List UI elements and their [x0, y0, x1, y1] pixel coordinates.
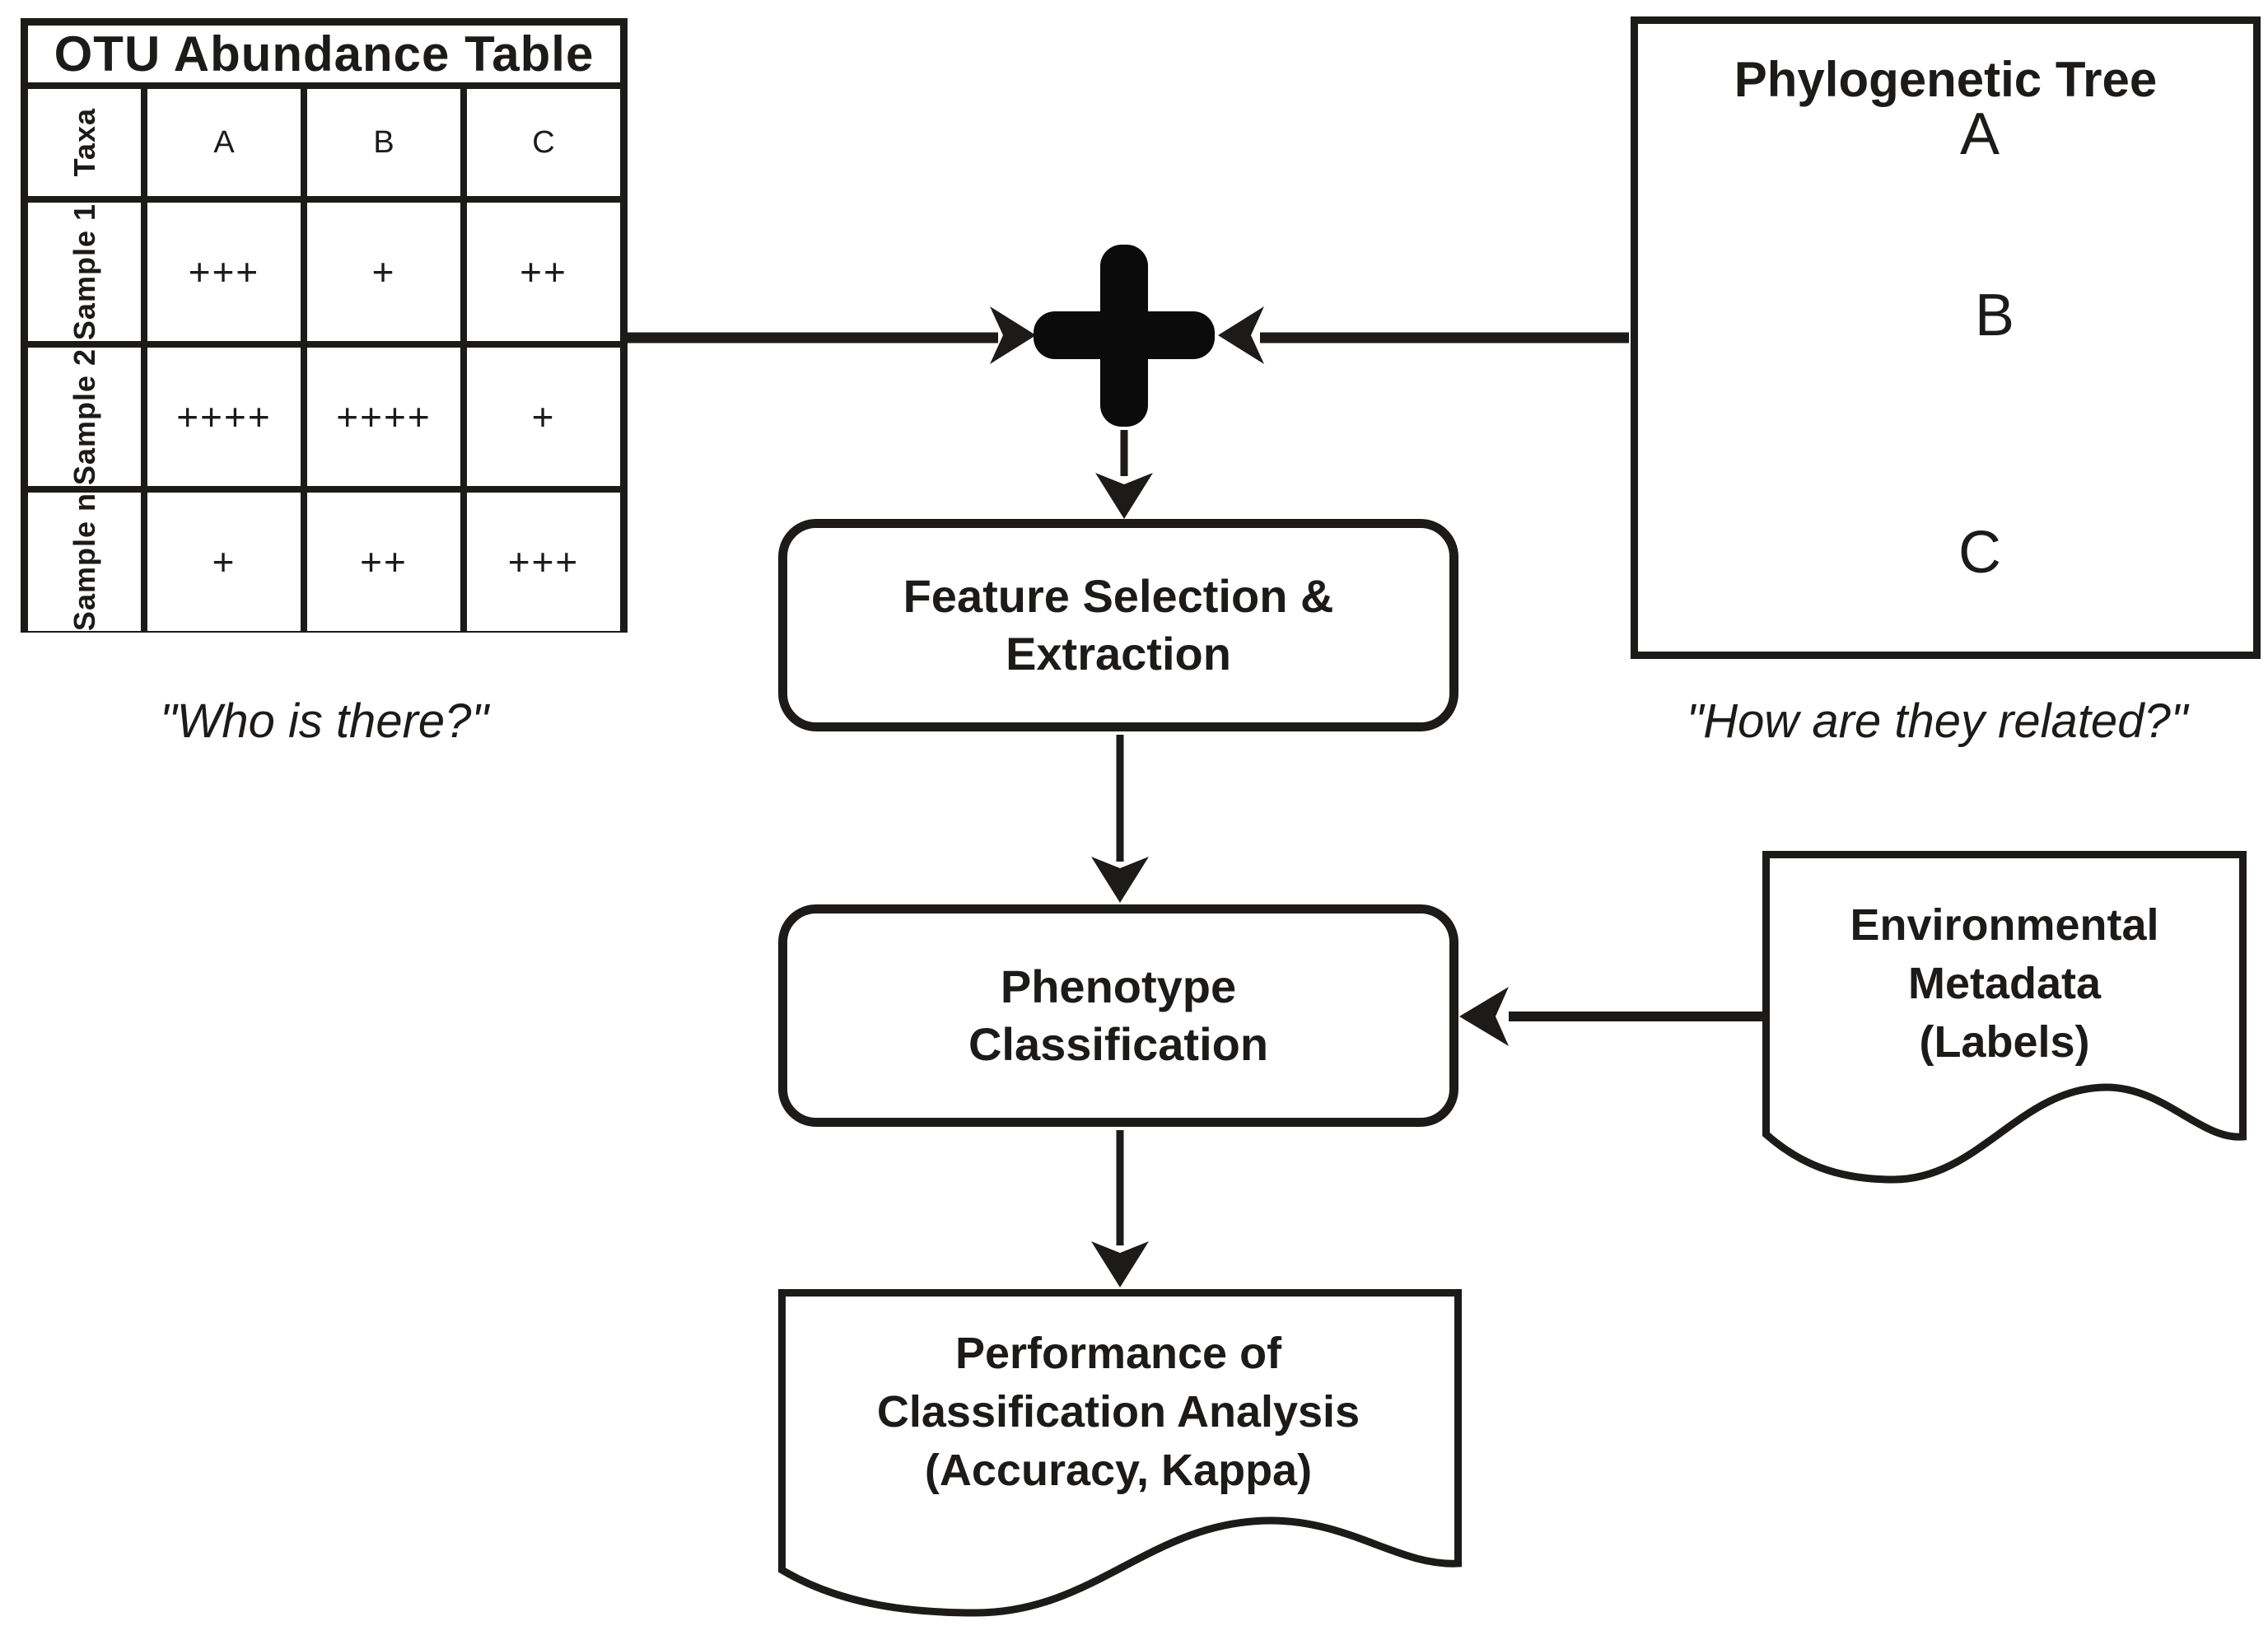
otu-abundance-table: OTU Abundance Table Taxa A B C Sample 1 … [21, 18, 628, 633]
otu-row-label: Sample 1 [67, 203, 101, 341]
otu-row-header: Sample 1 [28, 203, 141, 342]
caption-who-is-there: "Who is there?" [159, 694, 488, 748]
otu-cell: ++++ [147, 348, 301, 487]
otu-cell: ++++ [307, 348, 460, 487]
feature-selection-box: Feature Selection & Extraction [778, 519, 1458, 731]
environmental-document-shape [1762, 851, 2247, 1184]
otu-cell: + [467, 348, 620, 487]
arrowhead-into-plus-left [990, 306, 1036, 364]
performance-line3: (Accuracy, Kappa) [924, 1446, 1313, 1495]
otu-corner-cell: Taxa [28, 89, 141, 196]
arrowhead-into-plus-right [1218, 306, 1264, 364]
otu-col-header-C: C [467, 89, 620, 196]
performance-document-text: Performance of Classification Analysis (… [778, 1325, 1458, 1500]
tree-leaf-label-B: B [1975, 283, 2015, 348]
otu-col-header-B: B [307, 89, 460, 196]
environmental-line3: (Labels) [1919, 1017, 2090, 1067]
arrowhead-into-performance [1091, 1241, 1149, 1287]
phenotype-classification-box: Phenotype Classification [778, 904, 1458, 1127]
phylogenetic-tree-box [1631, 16, 2261, 659]
tree-leaf-label-C: C [1958, 520, 2001, 586]
arrowhead-into-feature [1095, 473, 1153, 519]
otu-cell: + [307, 203, 460, 342]
performance-line2: Classification Analysis [876, 1387, 1360, 1437]
otu-row-label: Sample 2 [67, 348, 101, 486]
otu-row-header: Sample n [28, 493, 141, 632]
caption-how-are-they-related: "How are they related?" [1686, 694, 2188, 748]
otu-cell: ++ [467, 203, 620, 342]
arrowhead-into-phenotype [1091, 857, 1149, 903]
performance-document-shape [778, 1289, 1462, 1617]
performance-line1: Performance of [954, 1329, 1282, 1378]
otu-cell: + [147, 493, 301, 632]
environmental-document-text: Environmental Metadata (Labels) [1762, 896, 2247, 1072]
phylogenetic-tree-title: Phylogenetic Tree [1734, 52, 2158, 107]
plus-icon [1034, 245, 1215, 427]
environmental-line2: Metadata [1907, 959, 2102, 1008]
phenotype-line1: Phenotype [1000, 960, 1237, 1012]
otu-cell: +++ [147, 203, 301, 342]
otu-cell: ++ [307, 493, 460, 632]
feature-selection-line2: Extraction [1006, 628, 1231, 680]
otu-table-grid: Taxa A B C Sample 1 +++ + ++ Sample 2 ++… [28, 89, 620, 632]
environmental-line1: Environmental [1850, 900, 2159, 950]
otu-row-header: Sample 2 [28, 348, 141, 487]
otu-row-label: Sample n [67, 493, 101, 632]
phenotype-line2: Classification [968, 1018, 1269, 1070]
tree-leaf-label-A: A [1960, 101, 2000, 167]
otu-corner-label: Taxa [67, 108, 101, 177]
otu-cell: +++ [467, 493, 620, 632]
otu-col-header-A: A [147, 89, 301, 196]
arrowhead-into-phenotype-right [1459, 987, 1509, 1046]
otu-table-title: OTU Abundance Table [28, 26, 620, 82]
feature-selection-line1: Feature Selection & [903, 570, 1334, 622]
